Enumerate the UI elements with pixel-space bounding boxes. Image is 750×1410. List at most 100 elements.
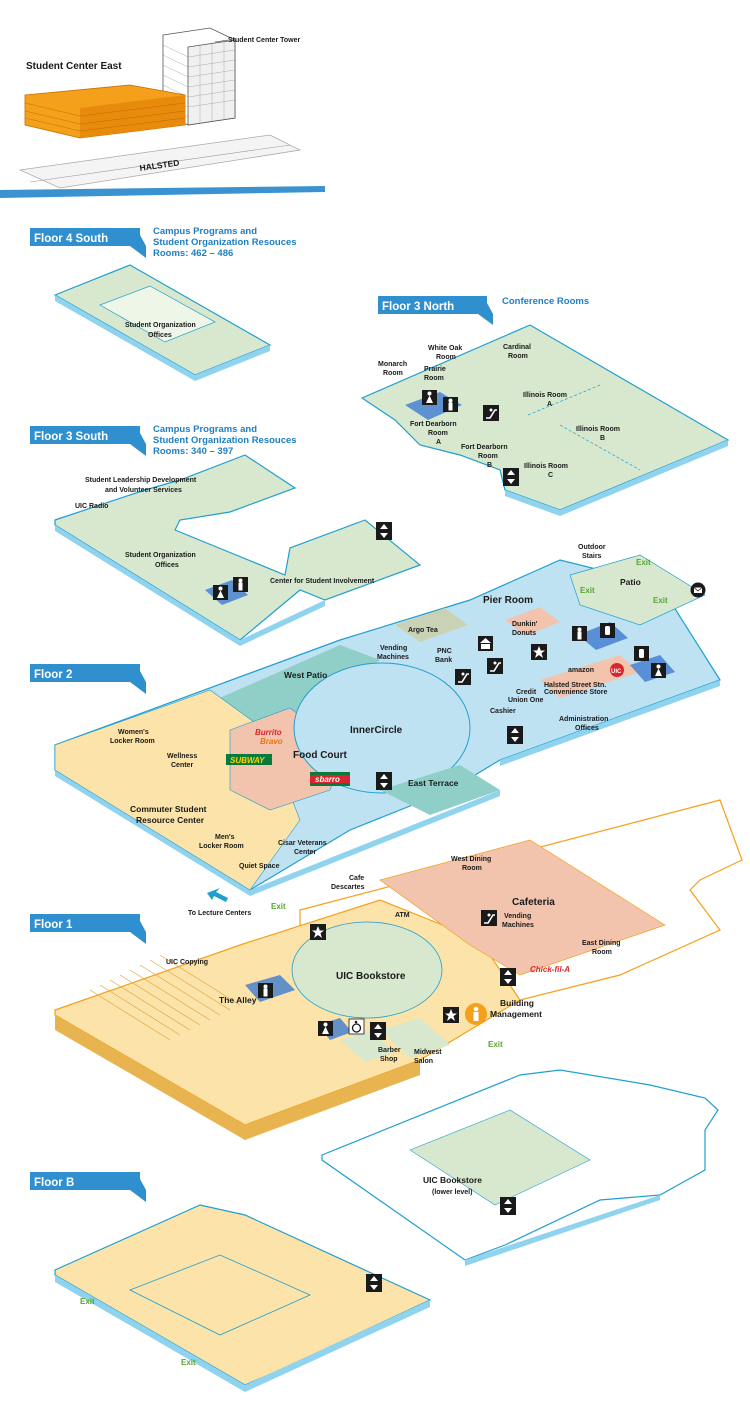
- room-label: Bank: [435, 657, 452, 664]
- mail-icon: [690, 582, 706, 598]
- uic-badge-icon: UIC: [610, 663, 624, 677]
- floor-tag: Floor 1: [34, 919, 73, 931]
- room-label: UIC Radio: [75, 503, 108, 510]
- room-label: Patio: [620, 577, 641, 587]
- elevator-icon: [370, 1022, 386, 1040]
- restroom-men-icon: [258, 983, 273, 998]
- room-label: Pier Room: [483, 595, 533, 606]
- room-label: ATM: [395, 912, 410, 919]
- room-label: UIC Copying: [166, 959, 208, 966]
- floor-subtitle: Rooms: 340 – 397: [153, 446, 233, 457]
- room-label: Barber: [378, 1047, 401, 1054]
- room-label: Midwest: [414, 1049, 442, 1056]
- room-label: Monarch: [378, 361, 407, 368]
- room-label: C: [548, 472, 553, 479]
- arrow-to-lecture-icon: [207, 888, 228, 902]
- room-label: and Volunteer Services: [105, 487, 182, 494]
- the-alley-hatch: [89, 954, 241, 1041]
- inner-corridor: [99, 285, 216, 343]
- basement-inner-room: [129, 1254, 311, 1336]
- room-label: Cafe: [349, 875, 364, 882]
- restroom-women-icon: [213, 585, 228, 600]
- floor-tag: Floor 3 South: [34, 431, 108, 443]
- room-label: PNC: [437, 648, 452, 655]
- room-label: Vending: [380, 645, 407, 652]
- room-label: A: [436, 439, 441, 446]
- telephone-icon: [634, 646, 649, 661]
- room-label: East Terrace: [408, 778, 459, 788]
- floor-tag-bg: [30, 228, 146, 246]
- dunkin-block: [505, 607, 560, 636]
- room-label: West Dining: [451, 856, 491, 863]
- svg-text:Bravo: Bravo: [260, 737, 283, 746]
- west-patio: [215, 645, 380, 725]
- atm-icon: [478, 636, 493, 651]
- room-label: Room: [436, 354, 456, 361]
- room-label: Convenience Store: [544, 689, 608, 696]
- floor-subtitle: Student Organization Resouces: [153, 237, 297, 248]
- svg-text:Burrito: Burrito: [255, 728, 282, 737]
- escalator-icon: [483, 405, 499, 421]
- floor-subtitle: Rooms: 462 – 486: [153, 248, 233, 259]
- floor-tag: Floor 3 North: [382, 301, 454, 313]
- elevator-icon: [503, 468, 519, 486]
- exit-label: Exit: [488, 1040, 503, 1049]
- room-label: Stairs: [582, 553, 602, 560]
- room-label: White Oak: [428, 345, 462, 352]
- room-label: The Alley: [219, 995, 257, 1005]
- room-label: Cardinal: [503, 344, 531, 351]
- floor-tag: Floor 2: [34, 669, 72, 681]
- room-label: Illinois Room: [576, 426, 620, 433]
- exit-label: Exit: [636, 558, 651, 567]
- innercircle: [293, 662, 471, 794]
- room-label: Student Organization: [125, 322, 196, 329]
- room-label: Machines: [502, 922, 534, 929]
- room-label: Student Organization: [125, 552, 196, 559]
- room-label: Illinois Room: [524, 463, 568, 470]
- escalator-icon: [481, 910, 497, 926]
- east-terrace: [380, 765, 500, 815]
- room-label: Commuter Student: [130, 804, 207, 814]
- sbarro-logo: sbarro: [310, 772, 350, 786]
- uic-bookstore-area: [291, 921, 443, 1019]
- bookstore-lower-area: [409, 1109, 591, 1206]
- room-label: Management: [490, 1009, 542, 1019]
- room-label: B: [600, 435, 605, 442]
- elevator-icon: [376, 772, 392, 790]
- elevator-icon: [507, 726, 523, 744]
- room-label: Offices: [155, 562, 179, 569]
- exit-label: Exit: [181, 1358, 196, 1367]
- star-icon: [310, 924, 326, 940]
- room-label: Outdoor: [578, 544, 606, 551]
- room-label: Argo Tea: [408, 627, 438, 634]
- room-label: Union One: [508, 697, 543, 704]
- restroom-men-icon: [572, 626, 587, 641]
- room-label: Building: [500, 998, 534, 1008]
- floor-tag: Floor 4 South: [34, 233, 108, 245]
- exit-label: Exit: [271, 902, 286, 911]
- room-label: Room: [428, 430, 448, 437]
- escalator-icon: [455, 669, 471, 685]
- telephone-icon: [600, 623, 615, 638]
- exit-label: Exit: [653, 596, 668, 605]
- floor-tag: Floor B: [34, 1177, 74, 1189]
- room-label: East Dining: [582, 940, 621, 947]
- room-label: Cashier: [490, 708, 516, 715]
- information-person-icon: [465, 1003, 487, 1025]
- room-label: Room: [424, 375, 444, 382]
- room-label: Offices: [575, 725, 599, 732]
- room-label: Women's: [118, 729, 149, 736]
- room-label: UIC Bookstore: [423, 1175, 482, 1185]
- room-label: Cisar Veterans: [278, 840, 327, 847]
- room-label: Wellness: [167, 753, 197, 760]
- floor-3-north: Floor 3 North Conference Rooms White Oak…: [360, 296, 730, 516]
- room-label: Credit: [516, 689, 537, 696]
- room-label: Cafeteria: [512, 897, 555, 908]
- room-label: Salon: [414, 1058, 433, 1065]
- floor-subtitle: Student Organization Resouces: [153, 435, 297, 446]
- room-label: Offices: [148, 332, 172, 339]
- room-label: Fort Dearborn: [461, 444, 508, 451]
- svg-text:SUBWAY: SUBWAY: [230, 756, 265, 765]
- exit-label: Exit: [580, 586, 595, 595]
